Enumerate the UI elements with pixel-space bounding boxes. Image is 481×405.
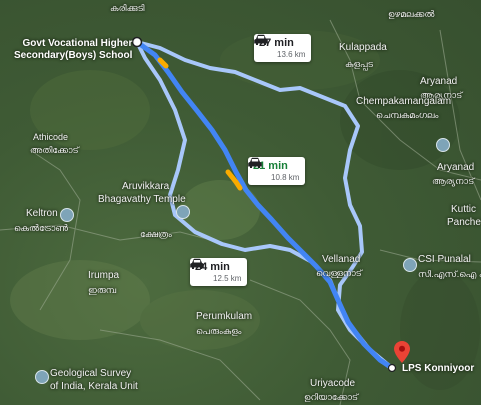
place-chempakamangalam-ml: ചെമ്പകമംഗലം [376,110,439,120]
terrain [10,30,480,390]
car-icon [254,34,268,45]
car-icon [248,157,262,168]
place-aryanad: Aryanad [420,76,458,87]
place-kulappada-ml: കുളപ്പട [345,59,373,69]
place-athicode-ml: അതിക്കോട് [30,145,79,155]
traffic-segment-2 [157,57,169,69]
church-poi-icon[interactable] [403,258,417,272]
traffic-segment [225,169,243,191]
route-distance: 13.6 km [277,50,306,59]
place-csi-punalal[interactable]: CSI Punalal [418,254,471,265]
route-distance: 10.8 km [271,173,300,182]
place-chempakamangalam: Chempakamangalam [356,96,452,107]
place-aryanad-2: Aryanad [437,162,475,173]
map-pin-icon[interactable] [394,341,410,363]
place-irumpa: Irumpa [88,270,120,281]
place-perumkulam-ml: പെരുംകുളം [196,326,242,336]
origin-label[interactable]: Govt Vocational Higher Secondary(Boys) S… [14,38,133,61]
place-kuttic: Kuttic [451,204,477,215]
aryanad-poi-icon[interactable] [436,138,450,152]
route-card-27[interactable]: 27 min 13.6 km [254,34,312,62]
route-card-21[interactable]: 21 min 10.8 km [248,157,306,185]
place-panche: Panche [447,217,481,228]
route-time: 27 min [259,37,294,49]
place-vellanad-ml: വെള്ളനാട് [316,268,362,278]
place-keltron[interactable]: Keltron [26,208,58,219]
place-geological-survey[interactable]: Geological Survey [50,368,132,379]
origin-marker[interactable] [131,36,143,48]
route-card-24[interactable]: 24 min 12.5 km [190,258,248,286]
place-uriyacode-ml: ഉറിയാക്കോട് [304,392,359,402]
place-bhagavathy-temple[interactable]: Bhagavathy Temple [98,194,186,205]
place-aryanad-2-ml: ആര്യനാട് [432,176,475,186]
keltron-poi-icon[interactable] [60,208,74,222]
place-vellanad: Vellanad [322,254,361,265]
place-bhagavathy-ml: ക്ഷേത്രം [140,229,172,239]
route-time: 24 min [195,261,230,273]
place-aryanad-ml: ആര്യനാട് [420,90,463,100]
route-21-line[interactable] [134,39,395,371]
route-time: 21 min [253,160,288,172]
destination-label[interactable]: LPS Konniyoor [402,363,475,374]
car-icon [190,258,204,269]
geological-poi-icon[interactable] [35,370,49,384]
place-uriyacode: Uriyacode [310,378,356,389]
place-kulappada: Kulappada [339,42,387,53]
place-csi-punalal-ml: സി.എസ്.ഐ പുനലാൽ [418,269,481,279]
place-aruvikkara: Aruvikkara [122,181,170,192]
place-athicode: Athicode [33,132,69,142]
place-irumpa-ml: ഇരുമ്പ [88,285,117,295]
temple-poi-icon[interactable] [176,205,190,219]
place-keltron-ml: കെൽട്രോൺ [14,223,68,233]
place-perumkulam: Perumkulam [196,311,253,322]
place-geological-survey-2[interactable]: of India, Kerala Unit [50,381,138,392]
place-uzhamalakkal: ഉഴമലക്കൽ [388,9,435,19]
destination-dot [387,363,397,373]
route-distance: 12.5 km [213,274,242,283]
top-place-label: കരിക്കുടി [110,3,145,13]
minor-roads [0,19,481,405]
